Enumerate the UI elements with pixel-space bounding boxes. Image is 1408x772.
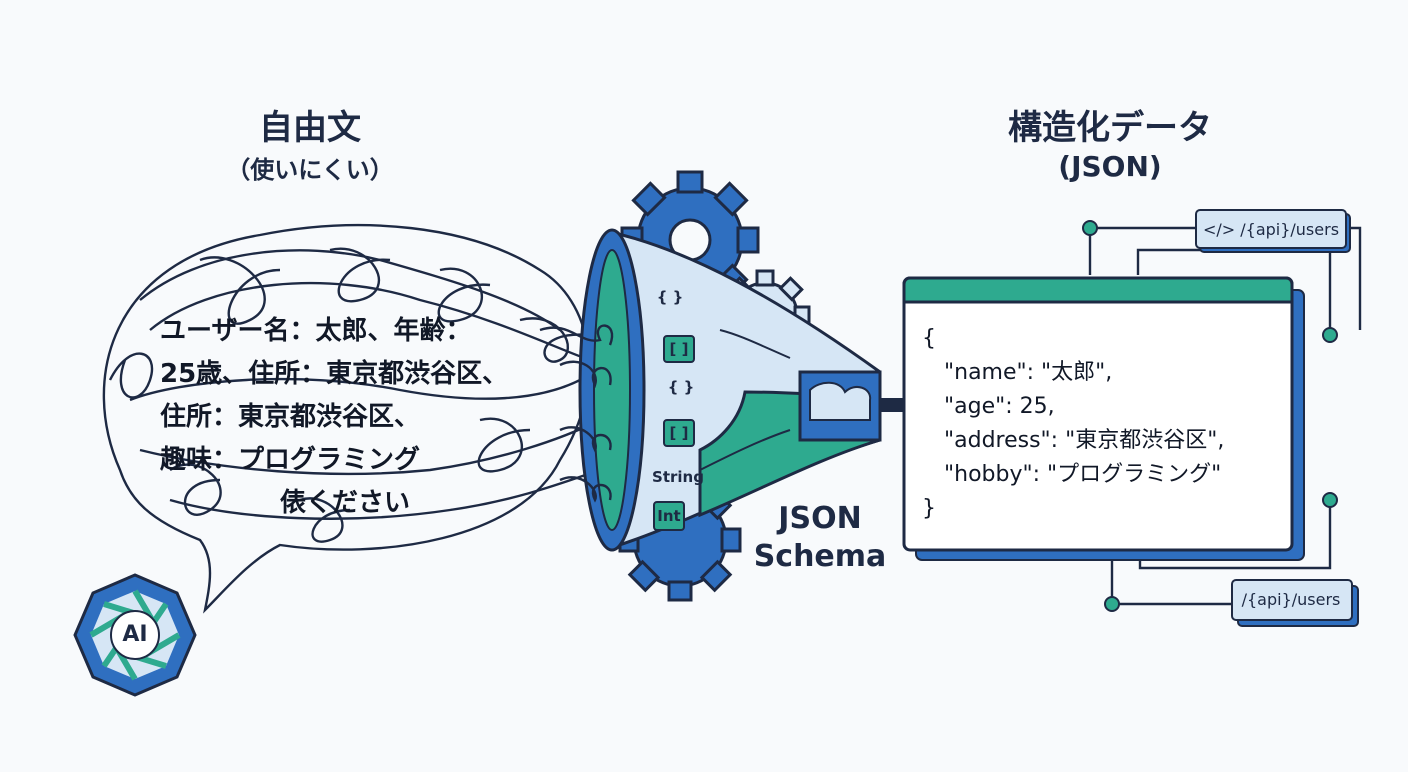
funnel-tag-boxes: [653, 335, 695, 531]
free-text-line: 住所：東京都渋谷区、: [160, 402, 421, 432]
free-text-title: 自由文: [259, 108, 361, 148]
funnel-strands: [539, 324, 614, 503]
funnel-tag-int: Int: [657, 507, 681, 525]
structured-data-subtitle: (JSON): [1058, 150, 1162, 183]
ai-badge-icon: [73, 573, 197, 697]
free-text-line: 25歳、住所：東京都渋谷区、: [160, 359, 509, 389]
funnel-tag-object: { }: [667, 378, 695, 396]
json-schema-label-line1: JSON: [778, 501, 862, 536]
json-line: "age": 25,: [944, 394, 1055, 419]
free-text-content: ユーザー名：太郎、年齢： 25歳、住所：東京都渋谷区、 住所：東京都渋谷区、 趣…: [160, 310, 560, 525]
funnel-tag-array: [ ]: [669, 340, 689, 358]
free-text-line: 俵ください: [280, 488, 411, 518]
free-text-line: ユーザー名：太郎、年齢：: [160, 316, 472, 346]
api-endpoint-top: </> /{api}/users: [1202, 220, 1340, 239]
funnel: [578, 228, 908, 552]
free-text-line: 趣味：プログラミング: [160, 445, 421, 475]
json-line: "name": "太郎",: [944, 360, 1113, 385]
json-line: "hobby": "プログラミング": [944, 462, 1222, 487]
json-window: [902, 276, 1305, 561]
json-schema-label-line2: Schema: [753, 539, 887, 574]
api-top-box: [1195, 209, 1351, 253]
json-line: "address": "東京都渋谷区",: [944, 428, 1225, 453]
funnel-tag-array: [ ]: [669, 424, 689, 442]
circuit-nodes: [1082, 220, 1338, 612]
api-bottom-box: [1231, 579, 1359, 627]
free-text-subtitle: （使いにくい）: [226, 156, 394, 184]
funnel-tag-string: String: [652, 468, 704, 486]
json-code: { "name": "太郎", "age": 25, "address": "東…: [922, 322, 1282, 526]
json-line: }: [922, 496, 936, 521]
speech-bubble: [102, 223, 601, 614]
api-endpoint-bottom: /{api}/users: [1241, 590, 1341, 609]
json-line: {: [922, 326, 936, 351]
structured-data-title: 構造化データ: [1008, 108, 1212, 148]
json-schema-label: JSON Schema: [735, 500, 905, 576]
funnel-tag-object: { }: [656, 288, 684, 306]
ai-badge-label: AI: [122, 622, 148, 647]
